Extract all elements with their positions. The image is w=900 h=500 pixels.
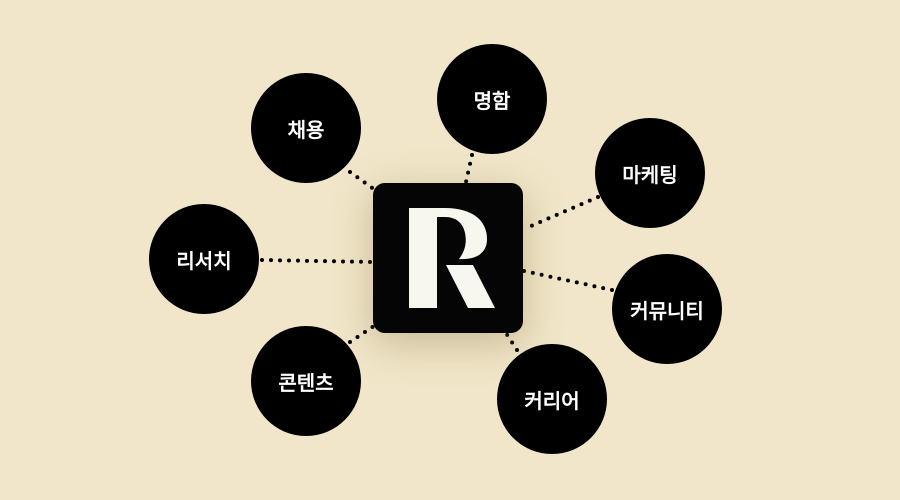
node-label: 리서치	[176, 248, 232, 273]
connector-content	[348, 324, 376, 344]
connector-community	[522, 269, 614, 292]
node-community: 커뮤니티	[612, 254, 722, 364]
node-content: 콘텐츠	[251, 326, 361, 436]
node-career: 커리어	[497, 344, 607, 454]
connector-marketing	[522, 195, 600, 231]
node-research: 리서치	[149, 204, 259, 314]
connector-research	[260, 258, 374, 264]
node-recruit: 채용	[251, 73, 361, 183]
r-letter-icon	[409, 208, 495, 308]
node-label: 커리어	[524, 388, 580, 413]
node-label: 채용	[287, 117, 325, 142]
node-business-card: 명함	[437, 44, 547, 154]
connector-business-card	[464, 153, 474, 184]
node-label: 마케팅	[622, 162, 678, 187]
node-label: 콘텐츠	[278, 370, 334, 395]
brand-logo	[373, 183, 523, 333]
node-label: 커뮤니티	[630, 298, 704, 323]
node-marketing: 마케팅	[595, 118, 705, 228]
node-label: 명함	[473, 88, 511, 113]
connector-career	[504, 331, 519, 352]
